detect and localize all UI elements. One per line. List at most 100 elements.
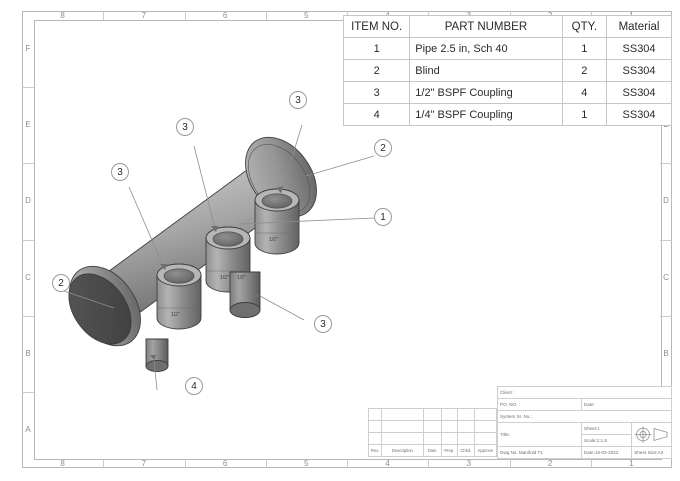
zone-label-left-C: C [25,272,31,282]
balloon-3-middle[interactable]: 3 [176,118,194,136]
zone-tick-top [103,11,105,20]
bom-cell-part: Blind [409,59,563,82]
revision-cell-description[interactable] [381,408,424,421]
svg-text:1/2": 1/2" [237,275,246,281]
blind-face [68,273,132,345]
bom-header-item-no: ITEM NO. [342,15,411,38]
coupling-top-right-part-3: 1/2" [254,188,300,255]
bom-header-part-number: PART NUMBER [409,15,563,38]
leader-balloon-2-right-end [305,155,375,177]
zone-tick-bottom [590,459,592,468]
zone-tick-bottom [265,459,267,468]
bom-cell-item: 4 [342,103,411,126]
balloon-3-left[interactable]: 3 [111,163,129,181]
revision-cell-description[interactable] [381,432,424,445]
zone-tick-bottom [509,459,511,468]
revision-cell-date[interactable] [422,432,442,445]
rev-header-prep: Prep. [440,444,459,457]
zone-label-bottom-6: 6 [222,459,228,468]
zone-label-left-F: F [25,44,31,54]
tb-system-label[interactable]: System Sr. No.: [497,410,672,423]
bom-cell-item: 1 [342,37,411,60]
tb-client-label[interactable]: Client : [497,386,672,399]
zone-label-bottom-5: 5 [304,459,309,468]
balloon-1-body[interactable]: 1 [374,208,392,226]
revision-cell-date[interactable] [422,420,442,433]
bom-cell-qty: 1 [561,103,608,126]
manifold-assembly: 1/2" 1/2" 1/2" [60,124,375,391]
revision-cell-prep[interactable] [440,420,459,433]
tb-date-value: Date:16-02-2022 [580,446,633,459]
revision-cell-prep[interactable] [440,432,459,445]
zone-tick-right [660,315,672,317]
leader-balloon-3-middle [193,145,217,233]
tb-dwg-no-label[interactable]: Dwg No. Manifold T1 [497,446,582,459]
revision-row[interactable] [367,408,498,421]
leader-balloon-3-right [280,124,303,194]
zone-label-left-B: B [25,348,31,358]
zone-label-bottom-4: 4 [385,459,390,468]
rev-header-date: Date [422,444,442,457]
revision-cell-rev[interactable] [367,432,383,445]
revision-cell-chkd[interactable] [457,432,475,445]
revision-row[interactable] [367,420,498,433]
bom-cell-material: SS304 [606,81,672,104]
balloon-4-bottom[interactable]: 4 [185,377,203,395]
revision-cell-approve[interactable] [473,408,498,421]
title-block-row-system: System Sr. No.: [497,410,672,423]
revision-cell-rev[interactable] [367,420,383,433]
zone-tick-bottom [184,459,186,468]
zone-label-bottom-7: 7 [141,459,147,468]
balloon-3-bottom[interactable]: 3 [314,315,332,333]
revision-cell-date[interactable] [422,408,442,421]
rev-header-description: Description [381,444,424,457]
rev-header-rev: Rev. [367,444,383,457]
zone-tick-bottom [428,459,430,468]
projection-symbol-cell [631,422,672,447]
revision-cell-chkd[interactable] [457,408,475,421]
zone-label-bottom-1: 1 [629,459,634,468]
leader-arrowheads [150,186,283,360]
title-block-row-dwgno: Dwg No. Manifold T1 Date:16-02-2022 Shee… [497,446,672,459]
rev-header-chkd: Chkd. [457,444,475,457]
leader-balloon-3-left [128,186,166,271]
tb-title-label[interactable]: Title: [497,422,582,447]
svg-text:1/2": 1/2" [171,312,180,318]
blind-left-part-2 [68,265,141,347]
zone-label-top-6: 6 [222,11,228,20]
revision-cell-prep[interactable] [440,408,459,421]
bom-header-qty: QTY. [561,15,608,38]
zone-tick-left [22,391,34,393]
revision-cell-approve[interactable] [473,420,498,433]
tb-date-label[interactable]: Date: [580,398,673,411]
balloon-2-left-end[interactable]: 2 [52,274,70,292]
revision-cell-rev[interactable] [367,408,383,421]
revision-cell-description[interactable] [381,420,424,433]
revision-table-body [367,408,498,445]
revision-row[interactable] [367,432,498,445]
tb-po-label[interactable]: PO. NO. : [497,398,582,411]
zone-label-right-B: B [663,348,669,358]
bom-cell-material: SS304 [606,37,672,60]
bom-cell-part: Pipe 2.5 in, Sch 40 [409,37,563,60]
tb-sheet-label: Sheet:1 [580,422,633,435]
leader-lines [60,124,375,391]
leader-balloon-1-body [238,217,375,225]
bom-cell-qty: 4 [561,81,608,104]
balloon-3-right[interactable]: 3 [289,91,307,109]
zone-label-bottom-8: 8 [60,459,65,468]
balloon-2-right-end[interactable]: 2 [374,139,392,157]
revision-cell-chkd[interactable] [457,420,475,433]
rev-header-approve: Approve [473,444,498,457]
zone-tick-bottom [103,459,105,468]
leader-balloon-2-left-end [60,289,115,309]
bom-cell-part: 1/2" BSPF Coupling [409,81,563,104]
zone-tick-right [660,239,672,241]
revision-cell-approve[interactable] [473,432,498,445]
tb-scale-label: Scale:1:1.5 [580,434,633,447]
